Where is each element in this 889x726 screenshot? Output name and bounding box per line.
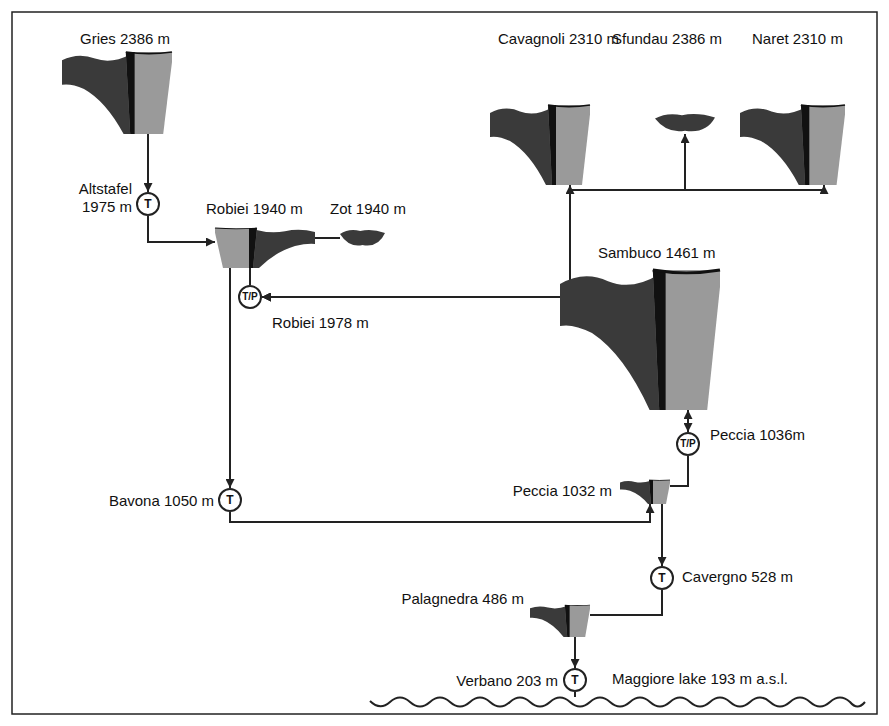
pipe-line (661, 504, 663, 566)
turbine-letter: T/P (680, 439, 696, 449)
turbine-symbol: T/PRobiei 1978 m (238, 285, 262, 309)
station-label: Palagnedra 486 m (390, 590, 524, 608)
pipe-line (262, 134, 685, 297)
station-label: Maggiore lake 193 m a.s.l. (612, 670, 788, 688)
reservoir-picture (620, 480, 670, 504)
pipe-line (670, 456, 688, 486)
reservoir-picture (560, 270, 720, 410)
pipe-line (147, 134, 149, 192)
reservoir: Gries 2386 m (62, 52, 172, 134)
pipe-line (249, 268, 251, 285)
station-label: Gries 2386 m (80, 30, 170, 48)
station-label: Bavona 1050 m (94, 492, 214, 510)
pipe-line (229, 268, 231, 488)
pipe-line (262, 185, 824, 297)
station-label: Peccia 1036m (710, 426, 805, 444)
turbine-symbol: T/PPeccia 1036m (676, 432, 700, 456)
station-label: Naret 2310 m (752, 30, 843, 48)
reservoir: Peccia 1032 m (620, 480, 670, 504)
pipe-line (574, 692, 576, 697)
station-label: Altstafel 1975 m (42, 180, 132, 216)
station-label: Cavergno 528 m (682, 568, 793, 586)
reservoir-picture (215, 228, 315, 268)
station-label: Cavagnoli 2310 m (498, 30, 619, 48)
reservoir-picture (490, 105, 590, 185)
turbine-symbol: TCavergno 528 m (650, 566, 674, 590)
station-label: Robiei 1940 m (206, 200, 303, 218)
border (12, 12, 877, 714)
station-label: Verbano 203 m (422, 672, 558, 690)
pipe-line (574, 637, 576, 668)
reservoir: Palagnedra 486 m (530, 605, 590, 637)
reservoir: Sambuco 1461 m (560, 270, 720, 410)
reservoir-picture (530, 605, 590, 637)
reservoir-picture (740, 105, 845, 185)
turbine-letter: T (571, 674, 578, 686)
reservoir: Naret 2310 m (740, 105, 845, 185)
turbine-letter: T/P (242, 292, 258, 302)
pipe-line (590, 590, 662, 615)
pipe-line (687, 410, 689, 432)
turbine-symbol: TAltstafel 1975 m (136, 192, 160, 216)
turbine-symbol: TVerbano 203 m (563, 668, 587, 692)
station-label: Sambuco 1461 m (598, 244, 716, 262)
station-label: Zot 1940 m (330, 200, 406, 218)
turbine-letter: T (226, 494, 233, 506)
station-label: Robiei 1978 m (272, 314, 369, 332)
pipe-line (315, 237, 340, 239)
station-label: Sfundau 2386 m (612, 30, 722, 48)
reservoir-picture (655, 112, 715, 134)
pipe-line (148, 216, 215, 242)
reservoir-picture (370, 697, 865, 713)
turbine-letter: T (144, 198, 151, 210)
pipe-line (230, 504, 650, 522)
turbine-letter: T (658, 572, 665, 584)
turbine-symbol: TBavona 1050 m (218, 488, 242, 512)
reservoir-picture (340, 228, 385, 248)
reservoir-picture (62, 52, 172, 134)
reservoir: Sfundau 2386 m (655, 112, 715, 134)
reservoir: Cavagnoli 2310 m (490, 105, 590, 185)
reservoir: Zot 1940 m (340, 228, 385, 248)
station-label: Peccia 1032 m (490, 482, 612, 500)
lake: Maggiore lake 193 m a.s.l. (370, 697, 865, 713)
reservoir: Robiei 1940 m (215, 228, 315, 268)
